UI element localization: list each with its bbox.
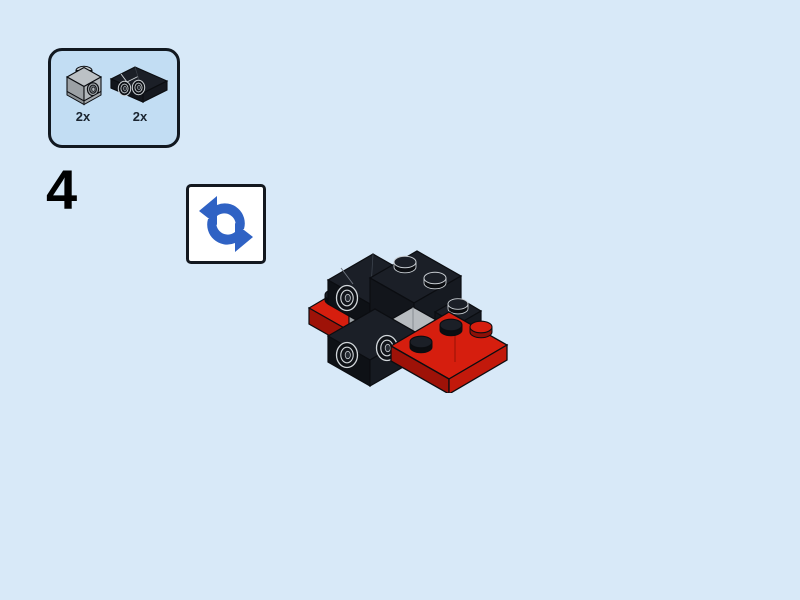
parts-callout-box: 2x: [48, 48, 180, 148]
part-callout-item-1: 2x: [105, 61, 173, 124]
rotate-model-hint-box: [186, 184, 266, 264]
part-quantity-label: 2x: [75, 109, 91, 124]
rotate-model-icon: [199, 196, 253, 252]
part-quantity-label: 2x: [132, 109, 148, 124]
model-assembly: [295, 218, 515, 393]
part-icon-bracket-1x2-two-side-studs: [105, 61, 173, 109]
part-callout-item-0: 2x: [57, 61, 109, 124]
plate-red-front-right: [389, 311, 509, 393]
step-number: 4: [46, 158, 77, 221]
part-icon-brick-1x1-headlight: [57, 61, 109, 109]
